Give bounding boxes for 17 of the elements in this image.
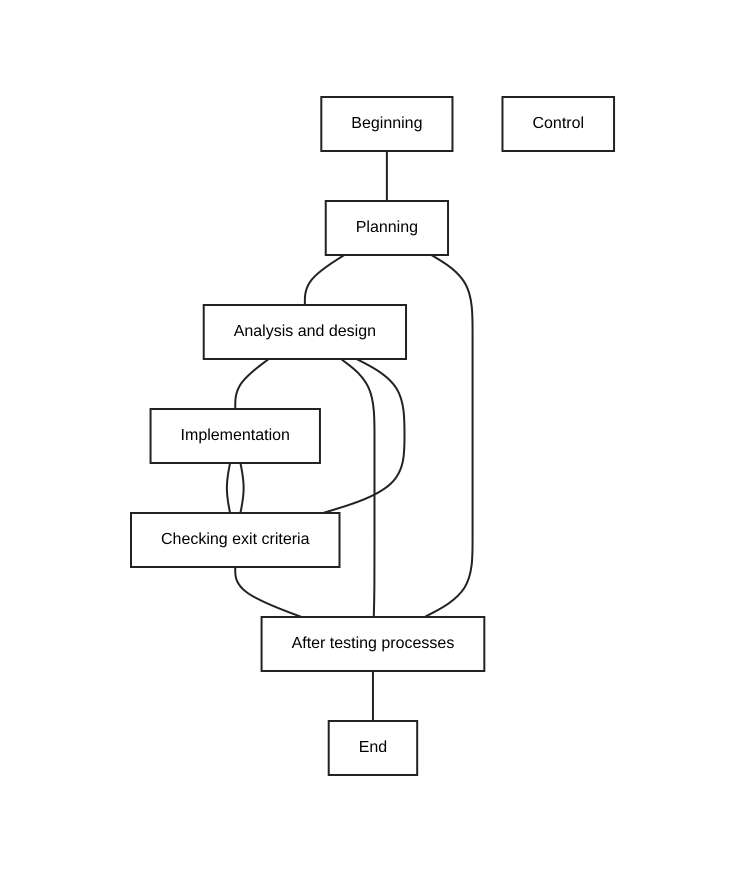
connector [372,670,374,720]
connector [239,462,245,513]
node-box: Planning [324,200,449,256]
node-box: Control [501,96,616,152]
connector [386,150,388,200]
connector [304,254,345,304]
node-box: Analysis and design [202,304,407,360]
connector [234,358,270,408]
connector [340,358,376,617]
connector [234,566,302,618]
node-box: Beginning [320,96,454,152]
node-box: Implementation [150,408,321,464]
node-box: End [328,719,418,776]
connector [424,254,474,618]
connector [226,462,231,513]
node-box: Checking exit criteria [130,512,340,568]
node-box: After testing processes [260,616,486,672]
